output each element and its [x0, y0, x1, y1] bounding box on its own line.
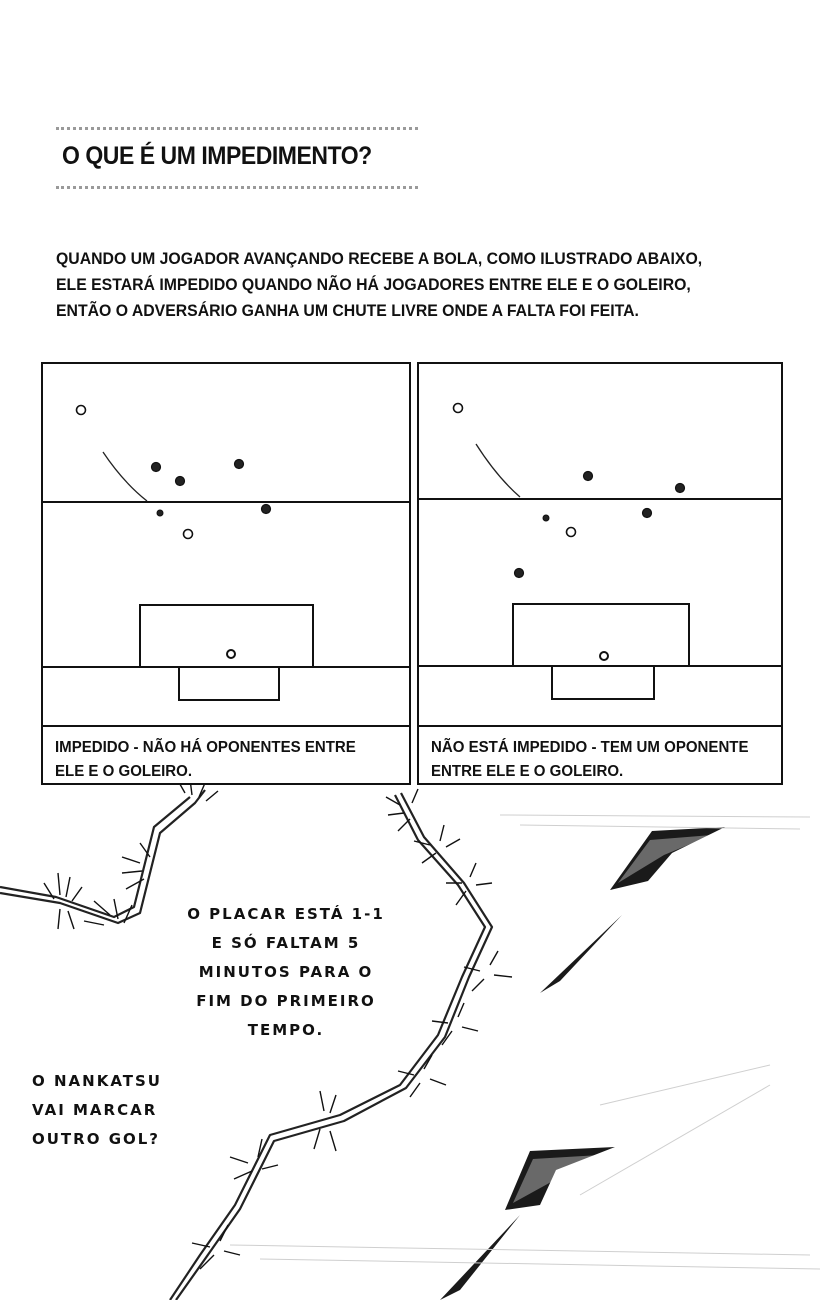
caption-line: ELE E O GOLEIRO. — [55, 763, 193, 780]
speed-shard — [618, 835, 712, 883]
speed-shard — [610, 827, 725, 890]
speech-line: OUTRO GOL? — [32, 1130, 161, 1148]
caption-line: ENTRE ELE E O GOLEIRO. — [431, 763, 624, 780]
speech-line: O PLACAR ESTÁ 1-1 — [187, 905, 385, 923]
pitch-diagram — [419, 402, 781, 727]
intro-line: QUANDO UM JOGADOR AVANÇANDO RECEBE A BOL… — [56, 249, 703, 268]
attacker-marker — [182, 528, 194, 540]
defender-marker — [582, 470, 594, 482]
speed-shard — [540, 915, 622, 993]
speech-line: TEMPO. — [247, 1021, 325, 1039]
goal-area — [551, 665, 655, 700]
caption-line: NÃO ESTÁ IMPEDIDO - TEM UM OPONENTE — [431, 739, 749, 756]
caption-line: IMPEDIDO - NÃO HÁ OPONENTES ENTRE — [55, 739, 356, 756]
defender-marker — [233, 458, 245, 470]
pass-trajectory — [102, 451, 148, 502]
speed-shard — [440, 1215, 520, 1300]
goalkeeper-marker — [226, 649, 236, 659]
ball-marker — [542, 514, 550, 522]
defender-marker — [174, 475, 186, 487]
speed-shard — [513, 1155, 600, 1203]
speech-line: O NANKATSU — [32, 1072, 162, 1090]
burst-marks — [43, 785, 513, 1270]
title-rule-bottom — [56, 186, 418, 189]
speech-line: VAI MARCAR — [32, 1101, 158, 1119]
onside-diagram-panel: NÃO ESTÁ IMPEDIDO - TEM UM OPONENTE ENTR… — [417, 362, 783, 785]
defender-marker — [641, 507, 653, 519]
intro-line: ELE ESTARÁ IMPEDIDO QUANDO NÃO HÁ JOGADO… — [56, 275, 691, 294]
attacker-marker — [452, 402, 464, 414]
intro-line: ENTÃO O ADVERSÁRIO GANHA UM CHUTE LIVRE … — [56, 301, 639, 320]
defender-marker — [513, 567, 525, 579]
goal-area — [178, 666, 280, 701]
intro-paragraph: QUANDO UM JOGADOR AVANÇANDO RECEBE A BOL… — [56, 246, 786, 324]
speech-line: E SÓ FALTAM 5 — [211, 934, 361, 952]
manga-lightning-decoration — [0, 785, 821, 1300]
diagram-caption: IMPEDIDO - NÃO HÁ OPONENTES ENTRE ELE E … — [55, 736, 356, 784]
speed-shard — [505, 1147, 615, 1210]
speech-bubble-nankatsu: O NANKATSU VAI MARCAR OUTRO GOL? — [32, 1067, 162, 1154]
title-rule-top — [56, 127, 418, 130]
lightning-line — [169, 794, 487, 1300]
diagram-caption: NÃO ESTÁ IMPEDIDO - TEM UM OPONENTE ENTR… — [431, 736, 749, 784]
lightning-line — [0, 789, 206, 925]
lightning-line — [175, 792, 494, 1300]
lightning-line — [0, 796, 191, 919]
speech-line: MINUTOS PARA O — [198, 963, 374, 981]
speech-line: FIM DO PRIMEIRO — [196, 992, 376, 1010]
page-title: O QUE É UM IMPEDIMENTO? — [62, 142, 372, 170]
defender-marker — [674, 482, 686, 494]
speech-bubble-score: O PLACAR ESTÁ 1-1 E SÓ FALTAM 5 MINUTOS … — [176, 900, 396, 1045]
ball-marker — [156, 509, 164, 517]
offside-diagram-panel: IMPEDIDO - NÃO HÁ OPONENTES ENTRE ELE E … — [41, 362, 411, 785]
goalkeeper-marker — [599, 651, 609, 661]
defender-marker — [150, 461, 162, 473]
attacker-marker — [75, 404, 87, 416]
pass-trajectory — [475, 443, 521, 498]
penalty-area — [139, 604, 314, 668]
defender-marker — [260, 503, 272, 515]
attacker-marker — [565, 526, 577, 538]
pitch-diagram — [43, 404, 409, 727]
